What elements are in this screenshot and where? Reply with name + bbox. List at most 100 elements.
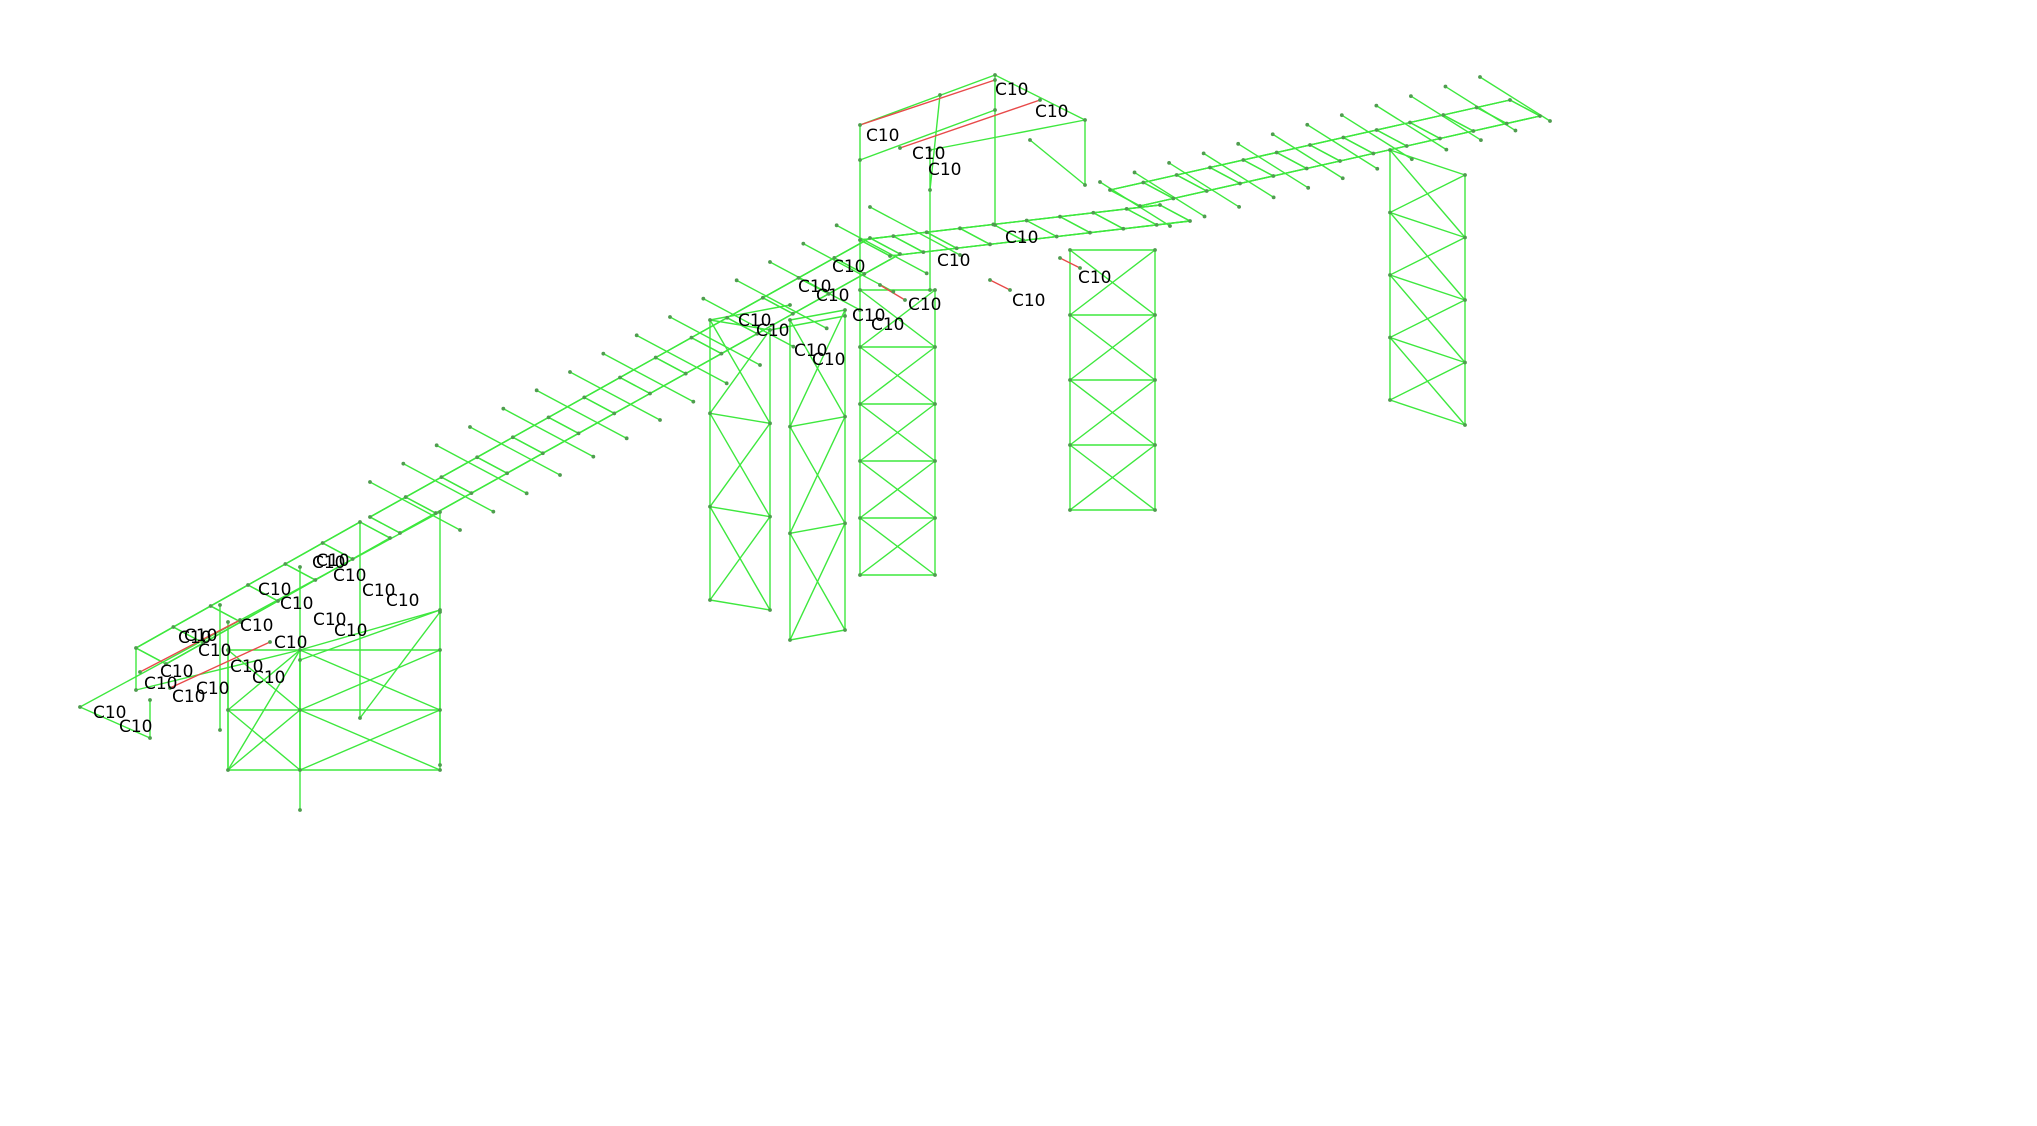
member-line [859, 74, 996, 126]
member-line [709, 412, 771, 425]
node-point [993, 78, 997, 82]
node-point [788, 303, 792, 307]
member-line [1306, 124, 1378, 170]
section-label: C10 [198, 641, 232, 661]
node-point [668, 315, 672, 319]
node-point [858, 238, 862, 242]
member-line [321, 521, 361, 544]
node-point [505, 471, 510, 476]
member-line [1389, 174, 1466, 214]
node-point [862, 272, 867, 276]
section-label: C10 [1012, 291, 1046, 311]
member-line [1089, 228, 1125, 234]
node-point [475, 455, 480, 460]
member-line [1272, 167, 1308, 177]
member-line [1275, 151, 1308, 170]
node-point [438, 610, 442, 614]
section-label: C10 [313, 610, 347, 630]
node-point [1083, 183, 1087, 187]
section-label: C10 [912, 144, 946, 164]
member-line [470, 472, 508, 494]
node-point [1388, 148, 1392, 152]
node-point [858, 459, 862, 463]
section-label: C10 [334, 621, 368, 641]
node-point [1438, 136, 1442, 141]
node-point [758, 363, 762, 367]
node-point [933, 459, 937, 463]
node-point [891, 289, 896, 294]
node-point [491, 509, 496, 514]
node-point [1058, 214, 1062, 219]
member-line [1389, 361, 1466, 401]
member-line [506, 452, 544, 474]
member-line [709, 304, 791, 321]
member-line [992, 223, 1025, 242]
member-line [359, 521, 391, 539]
member-line [299, 609, 441, 661]
node-point [1374, 128, 1379, 132]
node-point [1474, 105, 1479, 110]
node-point [1463, 235, 1467, 240]
node-point [1236, 141, 1241, 146]
member-line [709, 329, 771, 415]
node-point [768, 328, 772, 332]
member-line [502, 407, 595, 458]
member-line [655, 336, 693, 359]
member-line [1025, 215, 1061, 222]
node-point [1153, 248, 1157, 252]
node-point [624, 436, 629, 441]
node-point [313, 578, 318, 582]
member-line [1375, 129, 1408, 147]
node-point [691, 399, 696, 404]
node-point [988, 242, 992, 247]
member-line [1339, 152, 1375, 162]
node-point [1028, 138, 1032, 142]
node-point [226, 648, 230, 652]
member-line [1142, 181, 1175, 200]
member-line [435, 492, 473, 514]
member-line [1409, 121, 1441, 140]
member-line [859, 403, 936, 462]
node-point [1513, 128, 1518, 133]
node-point [903, 298, 907, 302]
node-point [858, 308, 862, 312]
member-line [835, 224, 928, 275]
node-point [164, 662, 168, 666]
node-point [734, 278, 739, 283]
node-point [1138, 204, 1142, 208]
section-label: C10 [1005, 228, 1039, 248]
node-point [708, 318, 712, 322]
node-point [1068, 508, 1072, 512]
member-line [792, 293, 830, 315]
node-point [1463, 298, 1467, 302]
node-point [1202, 214, 1207, 219]
member-line [1025, 219, 1058, 238]
member-line [1505, 115, 1541, 125]
node-point [790, 311, 795, 316]
node-point [1238, 181, 1242, 186]
node-point [201, 641, 206, 645]
member-line [859, 517, 936, 576]
node-point [1371, 151, 1376, 156]
node-point [1444, 147, 1449, 152]
node-point [701, 296, 706, 301]
node-point [226, 708, 230, 712]
node-point [832, 256, 837, 260]
node-point [928, 188, 932, 192]
member-line [1242, 151, 1278, 161]
member-line [547, 396, 585, 419]
member-line [690, 336, 723, 355]
member-line [994, 74, 1086, 121]
member-line [1175, 174, 1208, 192]
node-point [1024, 218, 1029, 223]
member-line [619, 356, 657, 379]
node-point [1153, 508, 1157, 512]
node-point [724, 381, 729, 386]
node-point [238, 618, 242, 622]
node-point [868, 236, 872, 240]
member-line [247, 584, 279, 602]
node-point [843, 414, 847, 419]
